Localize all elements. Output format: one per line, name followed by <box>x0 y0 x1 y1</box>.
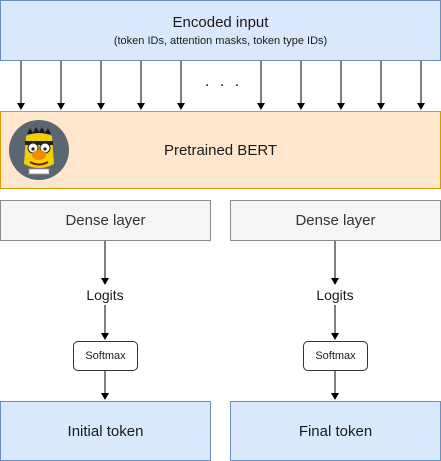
final-token-box: Final token <box>230 401 441 461</box>
encoded-input-subtitle: (token IDs, attention masks, token type … <box>113 34 328 47</box>
ellipsis: . . . <box>205 73 243 90</box>
encoded-input-box: Encoded input (token IDs, attention mask… <box>0 0 441 61</box>
initial-token-box: Initial token <box>0 401 211 461</box>
head-arrows <box>101 241 339 400</box>
logits-left: Logits <box>86 287 124 303</box>
softmax-left: Softmax <box>73 341 138 371</box>
logits-right: Logits <box>316 287 354 303</box>
softmax-right: Softmax <box>303 341 368 371</box>
bert-label: Pretrained BERT <box>163 141 278 159</box>
dense-layer-right: Dense layer <box>230 200 441 241</box>
bert-muppet-icon <box>9 120 69 180</box>
input-to-bert-arrows <box>17 61 425 110</box>
pretrained-bert-box: Pretrained BERT <box>0 111 441 189</box>
dense-layer-left: Dense layer <box>0 200 211 241</box>
encoded-input-title: Encoded input <box>172 13 269 31</box>
